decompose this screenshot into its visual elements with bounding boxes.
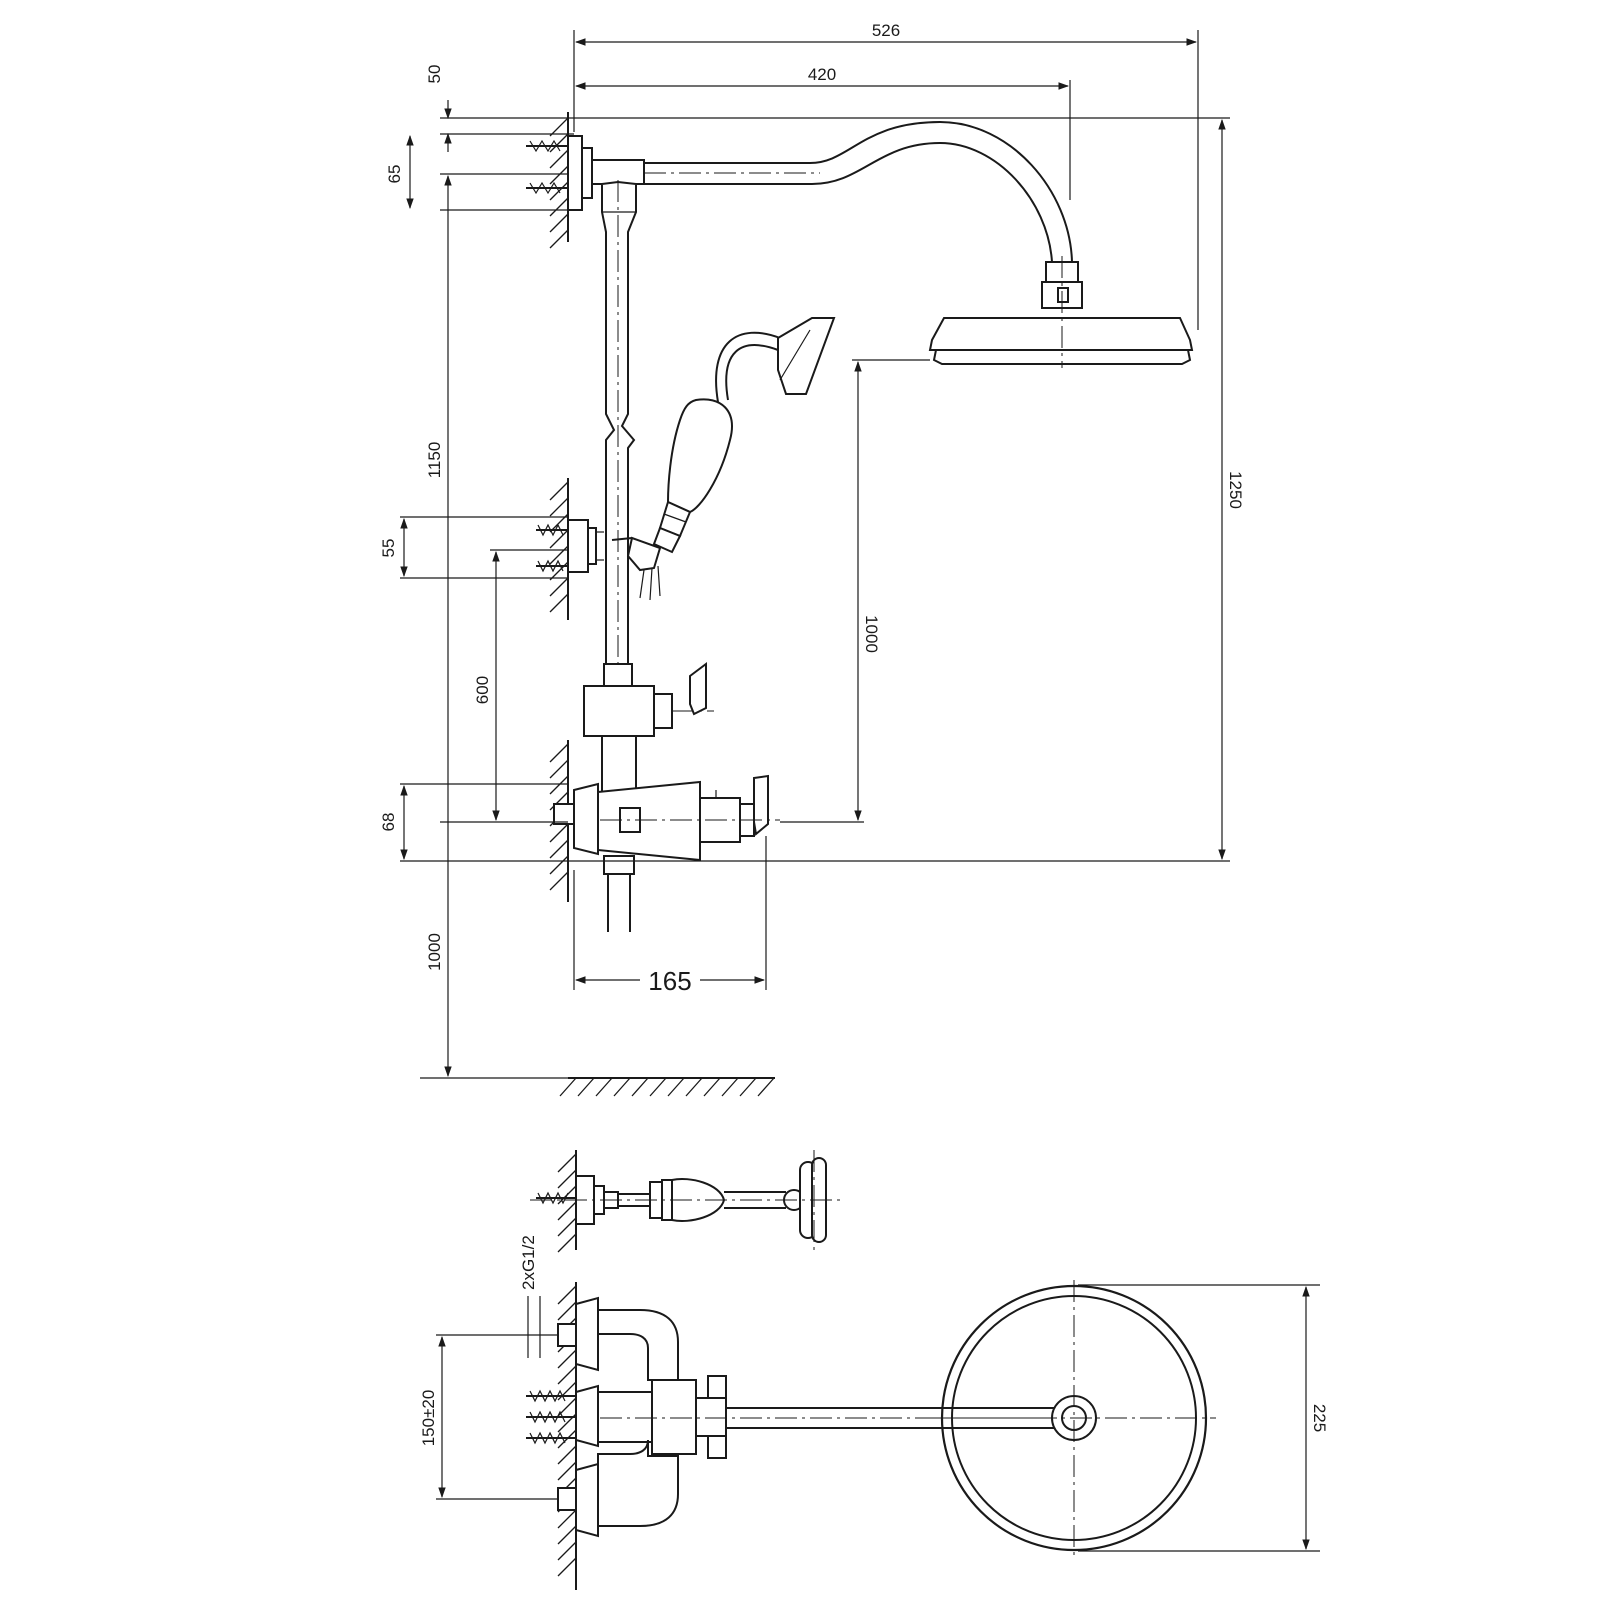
wall-hatch-middle <box>549 478 569 620</box>
dim-inlet-centers-label: 150±20 <box>419 1390 438 1447</box>
dim-1000-floor-label: 1000 <box>425 933 444 971</box>
dimension-lines <box>400 30 1230 1079</box>
thermostatic-mixer <box>553 774 780 932</box>
dim-50-label: 50 <box>425 65 444 84</box>
hand-shower <box>611 317 836 601</box>
floor-hatch <box>559 1077 775 1097</box>
dim-526-label: 526 <box>872 21 900 40</box>
plan-mixer-and-head <box>526 1280 1216 1590</box>
dim-55-label: 55 <box>379 539 398 558</box>
middle-wall-bracket <box>536 519 604 573</box>
top-wall-flange <box>526 135 593 211</box>
diverter-block <box>583 662 714 793</box>
dim-600-label: 600 <box>473 676 492 704</box>
dim-225-label: 225 <box>1310 1404 1329 1432</box>
plan-hand-shower-holder <box>530 1150 844 1253</box>
plan-dimension-lines <box>436 1284 1320 1552</box>
dim-420-label: 420 <box>808 65 836 84</box>
dim-1150-label: 1150 <box>425 442 444 479</box>
dim-65-label: 65 <box>385 165 404 184</box>
dim-inlet-thread-label: 2xG1/2 <box>519 1235 538 1290</box>
dim-1250-label: 1250 <box>1226 471 1245 509</box>
rain-shower-arm <box>591 120 1194 368</box>
dim-1000-head-label: 1000 <box>862 615 881 653</box>
wall-hatch-top <box>549 112 569 249</box>
dim-68-label: 68 <box>379 813 398 832</box>
riser-pipe <box>601 180 637 687</box>
dim-165-label: 165 <box>648 966 691 996</box>
